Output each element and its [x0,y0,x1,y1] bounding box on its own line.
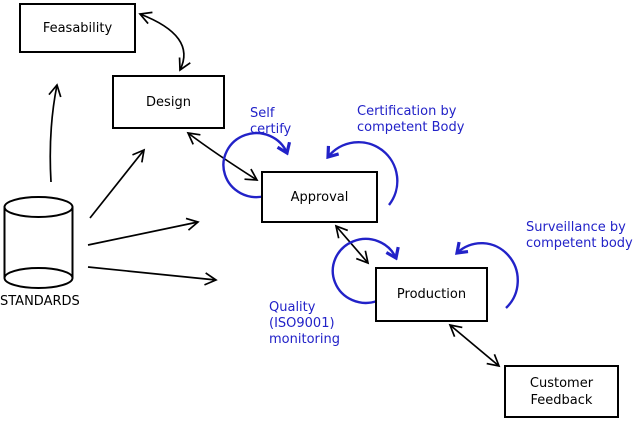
edge-standards-approval [87,217,200,246]
annotation-line: competent body [526,236,633,251]
annotation-line: competent Body [357,120,465,135]
edge-standards-design [89,148,146,219]
edge-approval-production [334,224,370,265]
standards-label: STANDARDS [0,294,80,309]
self-loop-quality-monitoring [331,237,396,305]
self-loop-surveillance [457,243,519,309]
node-customer-feedback: Customer Feedback [504,365,619,418]
node-label: Customer [529,375,594,391]
annotation-line: certify [250,122,292,137]
node-label: Approval [290,189,349,205]
node-design: Design [112,75,225,129]
annotation-certification: Certification by competent Body [357,104,464,136]
annotation-surveillance: Surveillance by competent body [526,220,633,252]
database-cylinder-icon [3,196,74,289]
annotation-line: monitoring [269,332,340,347]
annotation-line: Surveillance by [526,220,626,235]
node-label: Feasability [42,20,113,36]
edge-design-approval [186,131,259,181]
edge-feasability-design [138,11,191,72]
node-feasability: Feasability [19,3,136,53]
annotation-line: Self [250,106,275,121]
annotation-line: Quality [269,300,316,315]
annotation-self-certify: Self certify [250,106,291,138]
annotation-line: (ISO9001) [269,316,335,331]
node-approval: Approval [261,171,378,223]
edge-standards-production [87,266,218,286]
self-loop-certification [328,140,399,206]
annotation-line: Certification by [357,104,457,119]
edge-standards-feasability [48,83,62,183]
edge-production-customer-feedback [448,323,501,368]
node-production: Production [375,267,488,322]
annotation-quality-monitoring: Quality (ISO9001) monitoring [269,300,340,348]
self-loop-self-certify [222,131,287,199]
node-label: Design [146,94,191,110]
node-label: Feedback [530,392,593,408]
node-label: Production [396,287,467,302]
